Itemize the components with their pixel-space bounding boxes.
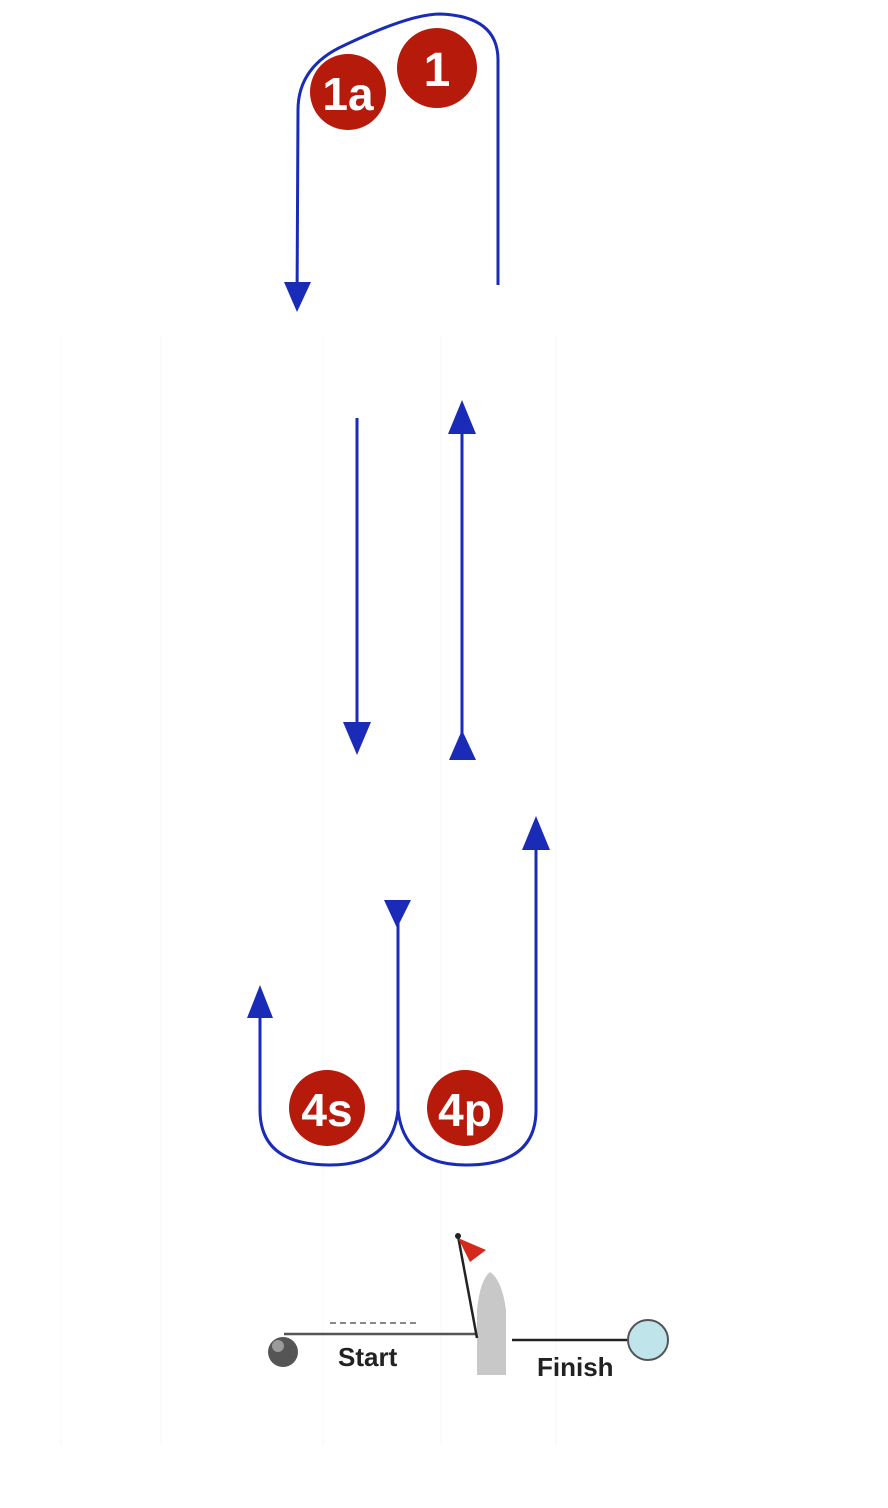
arrow-down-icon	[284, 282, 311, 312]
mark-4s-label: 4s	[301, 1084, 352, 1136]
mark-1a-label: 1a	[322, 68, 374, 120]
finish-label: Finish	[537, 1352, 614, 1382]
arrow-down-icon	[343, 722, 371, 755]
start-label: Start	[338, 1342, 398, 1372]
flag-pole	[456, 1235, 479, 1339]
flag-pole-top	[455, 1233, 461, 1239]
route-gate-rounding	[258, 830, 538, 1167]
start-finish-area: Start Finish	[268, 1233, 669, 1382]
arrow-up-icon	[448, 400, 476, 434]
pin-buoy-icon	[268, 1337, 298, 1367]
mark-1-label: 1	[424, 44, 451, 97]
mark-1: 1	[397, 28, 477, 108]
arrow-up-icon	[522, 816, 550, 850]
background-guides	[60, 335, 557, 1445]
arrow-down-icon	[384, 900, 411, 928]
pin-buoy-highlight	[272, 1340, 284, 1352]
mark-4p-label: 4p	[438, 1084, 492, 1136]
committee-boat-icon	[477, 1272, 506, 1375]
flag-icon	[458, 1238, 486, 1262]
arrow-up-icon	[247, 985, 273, 1018]
mark-4s: 4s	[289, 1070, 365, 1146]
mark-1a: 1a	[310, 54, 386, 130]
finish-buoy-icon	[627, 1319, 669, 1361]
arrow-up-icon	[449, 730, 476, 760]
mark-4p: 4p	[427, 1070, 503, 1146]
route-upwind-leg-top	[295, 12, 500, 307]
